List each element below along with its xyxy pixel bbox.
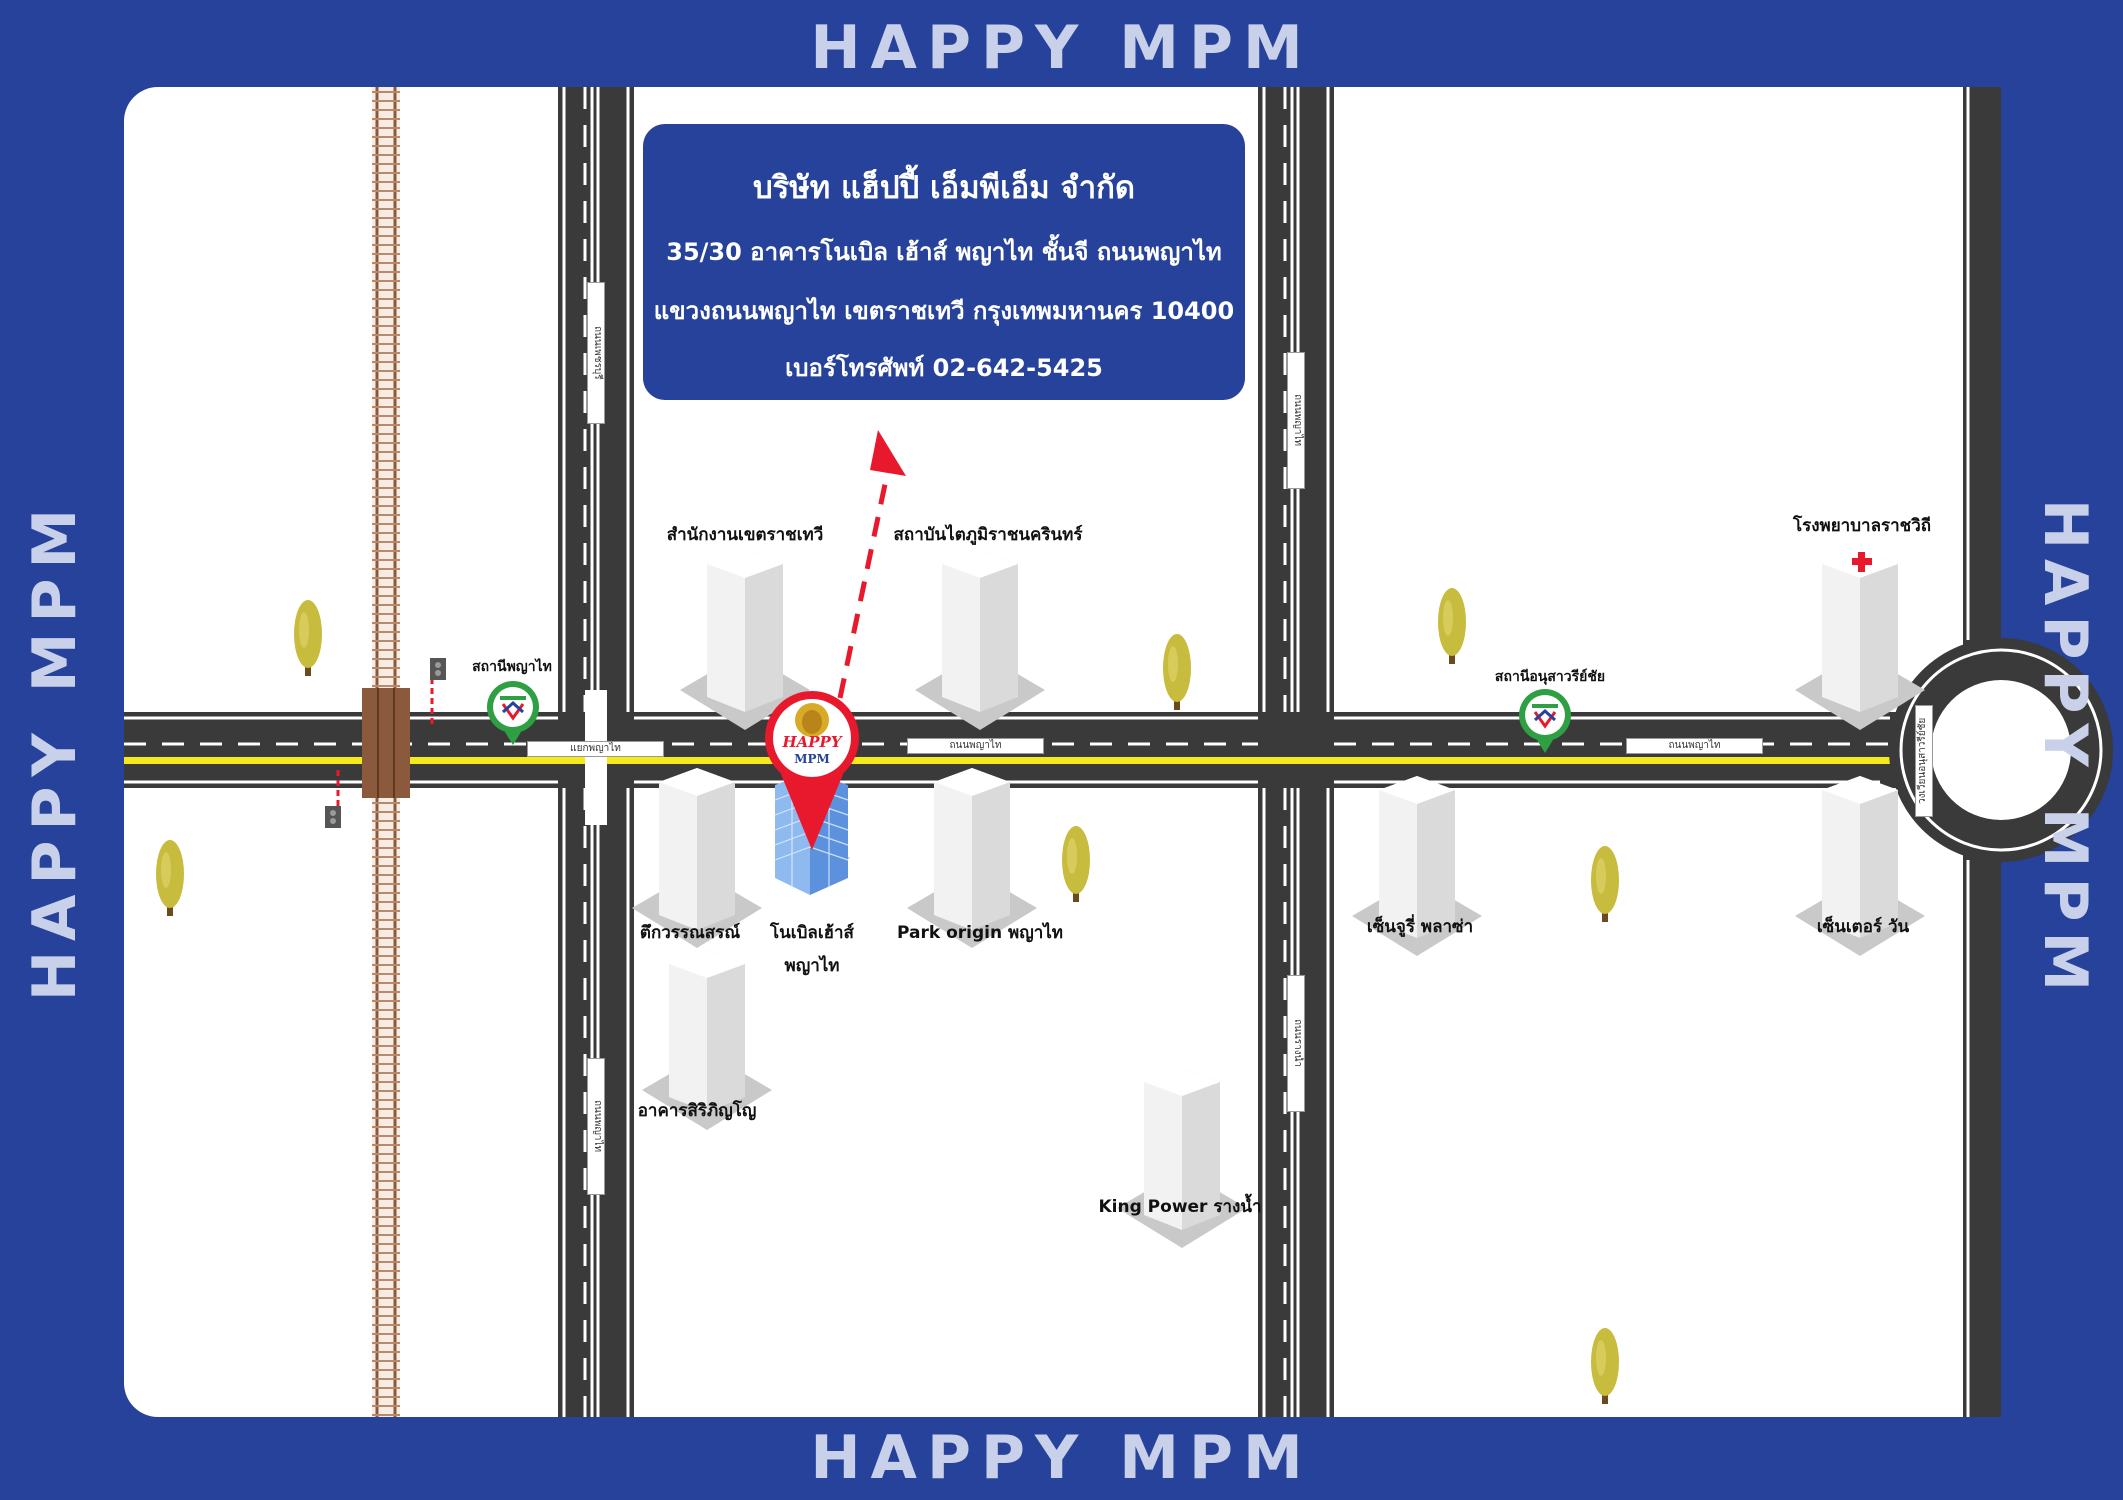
label-tuk-wanasorn: ตึกวรรณสรณ์ [639, 923, 741, 943]
road-tag-phaya-thai-1: ถนนพญาไท [907, 738, 1044, 754]
label-center-one: เซ็นเตอร์ วัน [1816, 917, 1910, 937]
hospital-cross-icon [1852, 552, 1872, 572]
direction-arrow-icon [837, 430, 906, 699]
road-tag-rajavithi-road: ถนนพญาไท [1287, 352, 1305, 489]
roads [124, 87, 2113, 1417]
road-tag-victory-circle: วงเวียนอนุสาวรีย์ชัย [1915, 705, 1933, 817]
traffic-light-icon [325, 806, 341, 828]
address-line-2: แขวงถนนพญาไท เขตราชเทวี กรุงเทพมหานคร 10… [653, 297, 1235, 325]
label-rajavithi-hospital: โรงพยาบาลราชวิถี [1792, 516, 1932, 536]
bts-station-icon [1519, 689, 1571, 753]
brand-top: HAPPY MPM [810, 13, 1313, 83]
bts-station-icon [487, 681, 539, 745]
label-siri-building: อาคารสิริภิญโญ [637, 1101, 757, 1121]
company-name: บริษัท แฮ็ปปี้ เอ็มพีเอ็ม จำกัด [752, 170, 1136, 206]
label-noble-house-2: พญาไท [784, 956, 840, 976]
label-century-plaza: เซ็นจูรี่ พลาซ่า [1366, 917, 1474, 937]
road-tag-si-ayutthaya: ถนนพญาไท [587, 1058, 605, 1195]
label-institute: สถาบันไตภูมิราชนครินทร์ [893, 525, 1083, 545]
marker-logo-line1: HAPPY [781, 733, 842, 751]
address-line-1: 35/30 อาคารโนเบิล เฮ้าส์ พญาไท ชั้นจี ถน… [666, 238, 1222, 266]
company-info-box: บริษัท แฮ็ปปี้ เอ็มพีเอ็ม จำกัด 35/30 อา… [643, 124, 1245, 400]
road-tag-intersection: แยกพญาไท [527, 741, 664, 757]
brand-bottom: HAPPY MPM [810, 1423, 1313, 1493]
brand-right: HAPPY MPM [2030, 498, 2100, 1002]
marker-logo-line2: MPM [794, 752, 830, 766]
brand-left: HAPPY MPM [20, 498, 90, 1002]
label-bts-victory-monument: สถานีอนุสาวรีย์ชัย [1494, 669, 1606, 685]
label-bts-phaya-thai: สถานีพญาไท [472, 659, 552, 675]
label-park-origin: Park origin พญาไท [897, 923, 1063, 943]
road-tag-rangnam: ถนนรางน้ำ [1287, 975, 1305, 1112]
main-road-center-line [124, 757, 1894, 764]
railway-crossing [336, 678, 434, 812]
label-ratchathewi-office: สำนักงานเขตราชเทวี [666, 525, 824, 545]
phone-line: เบอร์โทรศัพท์ 02-642-5425 [785, 354, 1103, 382]
road-tag-phaya-thai-2: ถนนพญาไท [1626, 738, 1763, 754]
location-pin-icon: HAPPY MPM [765, 691, 859, 850]
traffic-light-icon [430, 658, 446, 680]
road-tag-phetchaburi-soi: ถนนเพชรบุรี [587, 282, 605, 424]
label-noble-house-1: โนเบิลเฮ้าส์ [770, 923, 854, 943]
label-king-power: King Power รางน้ำ [1098, 1197, 1262, 1217]
